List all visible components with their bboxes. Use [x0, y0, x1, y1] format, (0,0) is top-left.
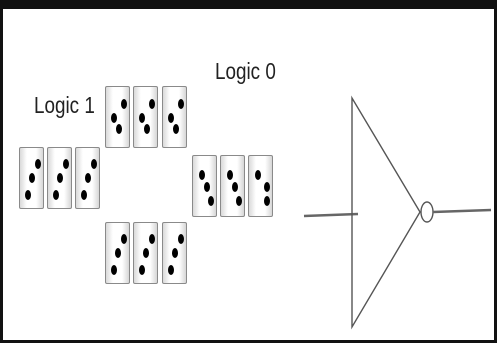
electron-dot	[29, 173, 35, 183]
electron-dot	[173, 124, 179, 134]
electron-dot	[199, 170, 205, 180]
qca-cell	[47, 147, 72, 209]
logic-one-label: Logic 1	[34, 92, 95, 118]
electron-dot	[168, 265, 174, 275]
electron-dot	[111, 265, 117, 275]
electron-dot	[35, 159, 41, 169]
electron-dot	[178, 234, 184, 244]
electron-dot	[172, 248, 178, 258]
output-wire	[432, 208, 492, 214]
qca-cell	[105, 86, 130, 148]
electron-dot	[144, 124, 150, 134]
electron-dot	[143, 248, 149, 258]
electron-dot	[264, 182, 270, 192]
electron-dot	[53, 190, 59, 200]
logic-zero-label: Logic 0	[215, 58, 276, 84]
electron-dot	[139, 113, 145, 123]
electron-dot	[168, 113, 174, 123]
qca-cell	[75, 147, 100, 209]
electron-dot	[111, 113, 117, 123]
electron-dot	[57, 173, 63, 183]
qca-cell	[162, 222, 187, 284]
electron-dot	[204, 182, 210, 192]
electron-dot	[139, 265, 145, 275]
electron-dot	[232, 182, 238, 192]
qca-cell	[220, 155, 245, 217]
electron-dot	[236, 196, 242, 206]
qca-cell	[133, 86, 158, 148]
qca-cell	[162, 86, 187, 148]
electron-dot	[208, 196, 214, 206]
electron-dot	[149, 99, 155, 109]
inverter-triangle	[351, 95, 421, 330]
inversion-bubble	[420, 201, 434, 223]
electron-dot	[63, 159, 69, 169]
qca-cell	[192, 155, 217, 217]
electron-dot	[81, 190, 87, 200]
electron-dot	[149, 234, 155, 244]
electron-dot	[178, 99, 184, 109]
electron-dot	[116, 124, 122, 134]
electron-dot	[227, 170, 233, 180]
input-wire	[303, 212, 359, 218]
electron-dot	[85, 173, 91, 183]
electron-dot	[115, 248, 121, 258]
qca-cell	[133, 222, 158, 284]
qca-cell	[19, 147, 44, 209]
qca-cell	[105, 222, 130, 284]
electron-dot	[264, 196, 270, 206]
electron-dot	[255, 170, 261, 180]
electron-dot	[121, 99, 127, 109]
qca-cell	[248, 155, 273, 217]
electron-dot	[25, 190, 31, 200]
electron-dot	[91, 159, 97, 169]
electron-dot	[121, 234, 127, 244]
